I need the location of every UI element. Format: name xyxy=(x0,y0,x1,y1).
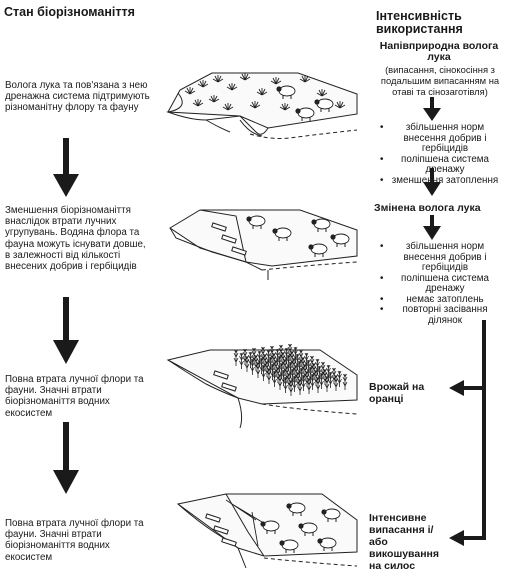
bullet-item: поліпшена система дренажу xyxy=(380,154,500,176)
bullet-item: збільшення норм внесення добрив і гербіц… xyxy=(380,241,500,274)
bullet-item: немає затоплень xyxy=(380,294,500,306)
scene4-drain-pipes xyxy=(205,513,237,547)
bullets-list-2: збільшення норм внесення добрив і гербіц… xyxy=(380,241,500,326)
scene3-arable xyxy=(166,349,358,429)
bullet-item: збільшення норм внесення добрив і гербіц… xyxy=(380,122,500,155)
stage4-text: Повна втрата лучної флори та фауни. Знач… xyxy=(5,518,144,563)
bullet-item: повторні засівання ділянок xyxy=(380,304,500,326)
state1-subtitle: (випасання, сінокосіння з подальшим випа… xyxy=(380,64,500,97)
side-bracket-arrows xyxy=(449,320,486,546)
state3-label: Врожай на оранці xyxy=(369,381,425,405)
right-title-line1: Інтенсивність xyxy=(376,9,462,23)
right-column-title: Інтенсивність використання xyxy=(376,10,463,36)
scene3-drain-pipes xyxy=(213,370,237,392)
stage2-text: Зменшення біорізноманіття внаслідок втра… xyxy=(5,205,146,273)
left-arrow-3 xyxy=(53,422,79,494)
left-column-title: Стан біорізноманіття xyxy=(4,5,135,19)
state1-title: Напівприродна волога лука xyxy=(379,40,499,63)
state2-title: Змінена волога лука xyxy=(374,202,481,214)
stage1-text: Волога лука та пов'язана з нею дренажна … xyxy=(5,80,150,114)
state4-label: Інтенсивне випасання і/або викошування н… xyxy=(369,512,439,572)
bullet-item: зменшення затоплення xyxy=(380,175,500,187)
left-arrow-1 xyxy=(53,138,79,197)
stage3-text: Повна втрата лучної флори та фауни. Знач… xyxy=(5,374,144,419)
right-arrow-1 xyxy=(423,97,441,121)
left-arrow-2 xyxy=(53,297,79,364)
right-arrow-2 xyxy=(423,168,441,196)
bullets-list-1: збільшення норм внесення добрив і гербіц… xyxy=(380,122,500,187)
bullet-item: поліпшена система дренажу xyxy=(380,273,500,295)
right-title-line2: використання xyxy=(376,22,463,36)
left-down-arrows xyxy=(53,138,79,494)
right-arrow-3 xyxy=(423,215,441,240)
right-down-arrows xyxy=(423,97,441,240)
scene2-drain-pipes xyxy=(211,222,247,256)
